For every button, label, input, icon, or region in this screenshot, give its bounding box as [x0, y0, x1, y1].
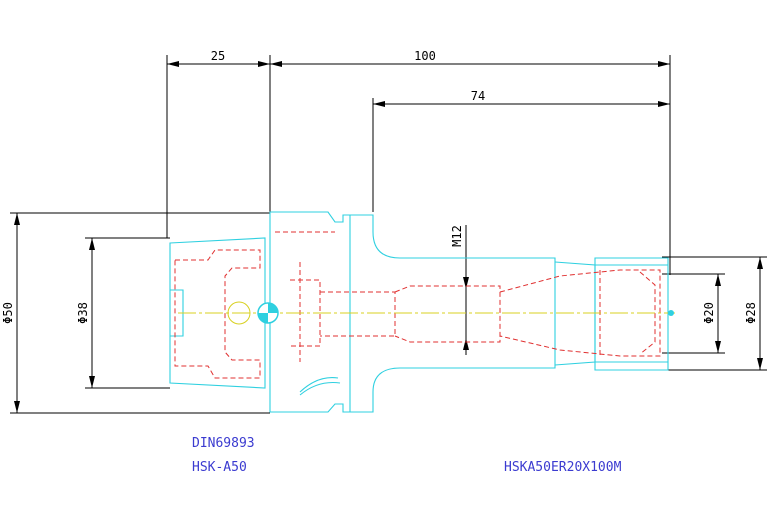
arrowhead	[14, 213, 20, 225]
part-outline	[169, 211, 669, 413]
dim-m12-label: M12	[450, 225, 464, 247]
arrowhead	[463, 277, 469, 289]
end-point	[668, 310, 674, 316]
arrowhead	[258, 61, 270, 67]
arrowhead	[463, 338, 469, 350]
arrowhead	[757, 257, 763, 269]
dim-74-label: 74	[471, 89, 485, 103]
arrowhead	[757, 358, 763, 370]
dim-28-label: Φ28	[744, 302, 758, 324]
arrowhead	[715, 274, 721, 286]
arrowhead	[14, 401, 20, 413]
hidden-line	[320, 291, 396, 337]
dimension-group: 25 100 74 Φ50 Φ38 M12	[1, 49, 767, 414]
dim-25-label: 25	[211, 49, 225, 63]
hidden-shank-bore	[174, 249, 261, 379]
arrowhead	[373, 101, 385, 107]
note-standard: DIN69893	[192, 436, 255, 451]
arrowhead	[89, 376, 95, 388]
note-part-number: HSKA50ER20X100M	[504, 460, 622, 475]
note-interface: HSK-A50	[192, 460, 247, 475]
arrowhead	[715, 341, 721, 353]
dim-20-label: Φ20	[702, 302, 716, 324]
hidden-thread	[394, 285, 501, 343]
reference-circle	[227, 301, 251, 325]
flange-groove	[299, 377, 339, 393]
hidden-lines	[174, 231, 661, 379]
datum-symbol	[257, 302, 279, 324]
arrowhead	[270, 61, 282, 67]
flange-groove	[299, 381, 341, 396]
collet-nut	[594, 257, 669, 371]
flange	[269, 211, 351, 413]
hidden-collet-bore	[499, 269, 661, 357]
arrowhead	[167, 61, 179, 67]
dim-38-label: Φ38	[76, 302, 90, 324]
dim-50-label: Φ50	[1, 302, 15, 324]
arrowhead	[658, 101, 670, 107]
dim-100-label: 100	[414, 49, 436, 63]
body	[350, 214, 556, 413]
arrowhead	[658, 61, 670, 67]
arrowhead	[89, 238, 95, 250]
